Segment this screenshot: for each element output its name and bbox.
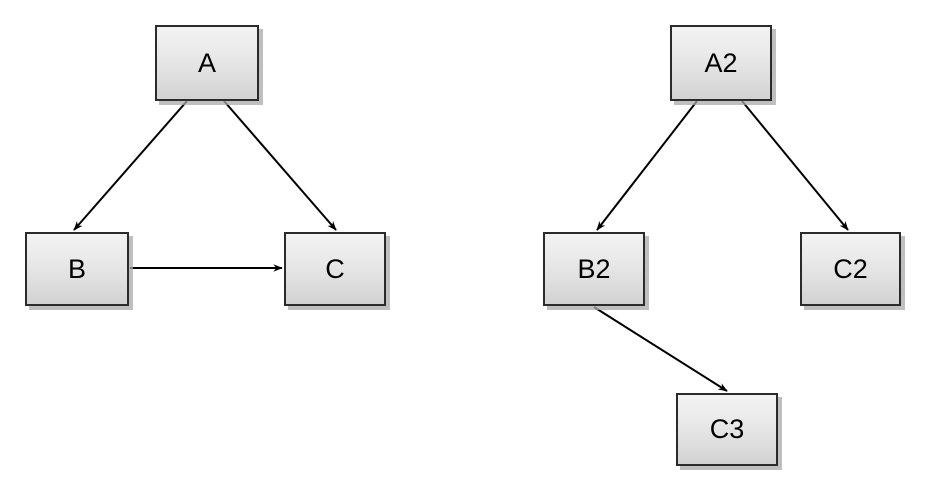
node-b2[interactable]: B2 xyxy=(543,232,645,306)
node-c[interactable]: C xyxy=(284,232,386,306)
node-c2[interactable]: C2 xyxy=(800,232,901,306)
edge-a2-to-c2 xyxy=(741,100,849,231)
node-label: A xyxy=(197,47,216,78)
node-a2[interactable]: A2 xyxy=(670,25,772,101)
edge-a-to-b xyxy=(73,100,188,231)
edge-a2-to-b2 xyxy=(596,100,698,231)
node-c3[interactable]: C3 xyxy=(676,393,778,466)
node-label: C3 xyxy=(709,414,745,444)
node-label: B2 xyxy=(577,253,611,284)
node-label: A2 xyxy=(704,47,738,78)
node-b[interactable]: B xyxy=(25,232,129,306)
edge-b2-to-c3 xyxy=(593,306,728,392)
node-label: C2 xyxy=(833,253,868,284)
node-label: C xyxy=(325,253,345,284)
node-label: B xyxy=(67,253,86,284)
edge-a-to-c xyxy=(223,100,337,231)
node-a[interactable]: A xyxy=(155,25,259,101)
